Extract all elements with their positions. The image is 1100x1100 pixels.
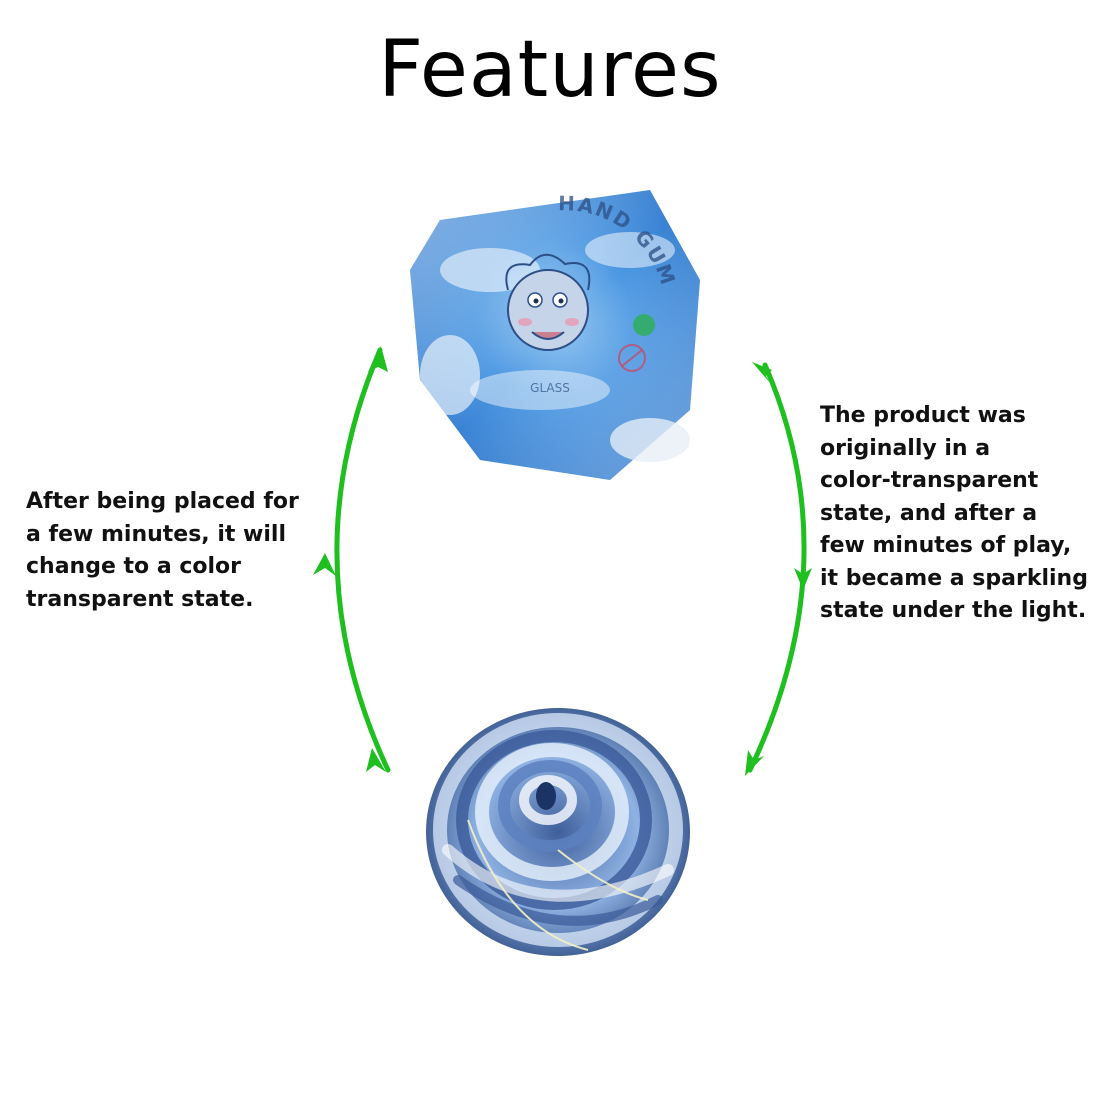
caption-left-line: change to a color xyxy=(26,554,241,579)
arrow-head-down-icon xyxy=(752,362,772,384)
wrapped-putty-illustration: HAND GUM GLASS xyxy=(410,190,700,480)
caption-left-line: transparent state. xyxy=(26,586,254,612)
caption-right-line: it became a sparkling xyxy=(820,565,1088,591)
right-cycle-arrow xyxy=(747,362,807,773)
caption-left-line: a few minutes, it will xyxy=(26,521,286,547)
caption-left: After being placed for a few minutes, it… xyxy=(26,486,299,616)
arrow-head-up-icon xyxy=(366,748,386,772)
arrow-head-down-icon xyxy=(794,568,812,590)
arrow-head-down-icon xyxy=(745,750,764,776)
left-cycle-arrow xyxy=(334,347,391,773)
product-image-swirled-putty xyxy=(418,700,698,960)
arrow-head-up-icon xyxy=(313,553,336,576)
arrow-head-up-icon xyxy=(368,346,388,372)
label-subtext: GLASS xyxy=(530,381,570,395)
caption-right-line: state under the light. xyxy=(820,598,1087,623)
caption-right: The product was originally in a color-tr… xyxy=(820,400,1088,628)
page-title: Features xyxy=(378,25,722,115)
caption-right-line: color-transparent xyxy=(820,468,1039,493)
caption-left-line: After being placed for xyxy=(26,489,299,514)
cartoon-face-icon xyxy=(505,253,591,351)
caption-right-line: few minutes of play, xyxy=(820,533,1072,558)
caption-right-line: originally in a xyxy=(820,435,991,461)
caption-right-line: The product was xyxy=(820,403,1026,428)
caption-right-line: state, and after a xyxy=(820,500,1038,526)
swirled-putty-illustration xyxy=(426,708,690,956)
product-image-wrapped-putty: HAND GUM GLASS xyxy=(400,160,710,490)
